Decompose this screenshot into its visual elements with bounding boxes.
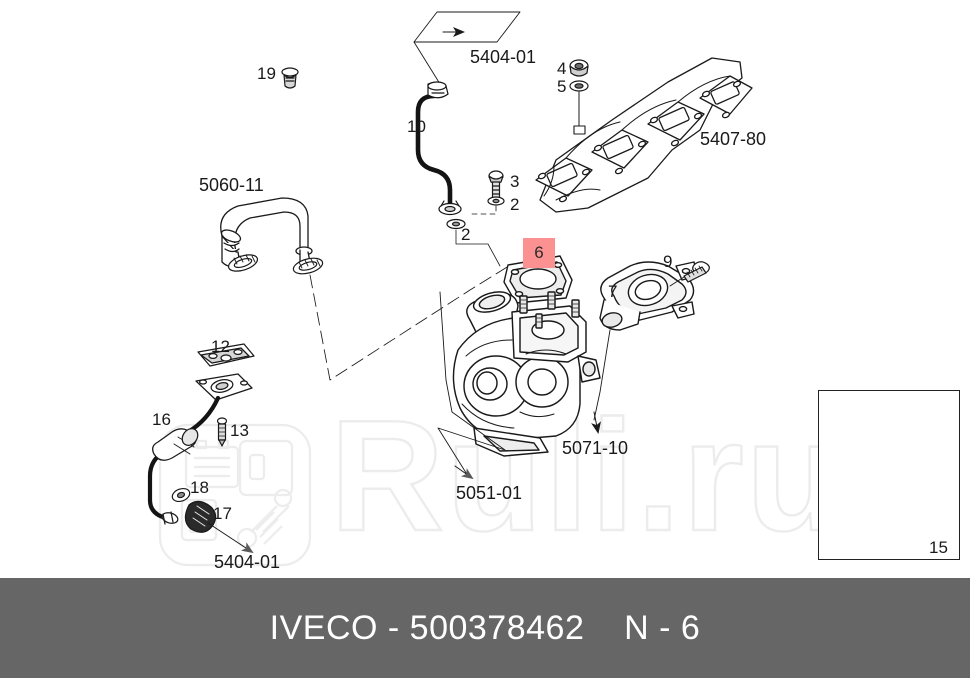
item-label-17: 17 [213,504,232,523]
item-label-16: 16 [152,410,171,429]
item-label-5: 5 [557,77,567,96]
item-label-10: 10 [407,117,426,136]
item-label-13: 13 [230,421,249,440]
diagram-canvas: Ruli.ru [147,11,960,572]
group-label-5404-01-bottom: 5404-01 [214,552,281,572]
group-label-5060-11: 5060-11 [199,175,264,195]
item-label-19: 19 [257,64,276,83]
item-label-12: 12 [211,337,230,356]
footer-bar: IVECO - 500378462 N - 6 [0,578,970,678]
item-label-3: 3 [510,172,520,191]
highlight-item-number: 6 [534,243,544,262]
item-label-4: 4 [557,59,567,78]
group-label-5407-80: 5407-80 [700,129,767,149]
inset-detail-box [818,390,960,560]
item-label-9: 9 [663,252,673,271]
item-label-7: 7 [608,282,618,301]
footer-part-reference: IVECO - 500378462 N - 6 [269,608,701,647]
group-label-5071-10: 5071-10 [562,438,629,458]
group-label-5051-01: 5051-01 [456,483,523,503]
item-label-2-upper: 2 [510,195,520,214]
item-label-2-lower: 2 [461,225,471,244]
group-label-5404-01-top: 5404-01 [470,47,537,67]
highlighted-part-6[interactable]: 6 [523,238,555,268]
item-label-18: 18 [190,478,209,497]
inset-label-15: 15 [929,538,948,557]
